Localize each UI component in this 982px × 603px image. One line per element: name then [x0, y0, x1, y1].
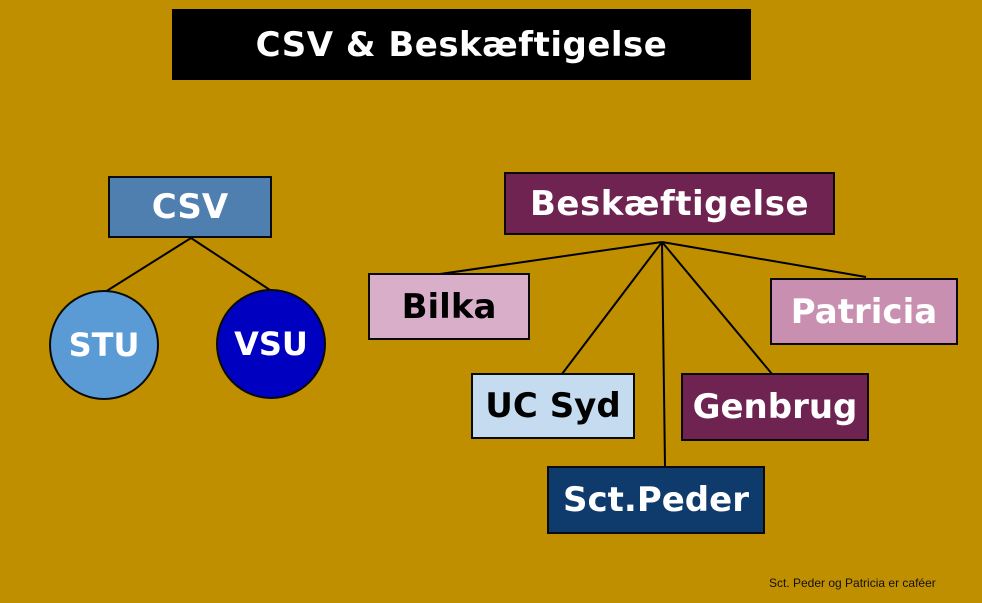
connector-besk-ucsyd	[561, 241, 663, 375]
uc-syd-node-label: UC Syd	[485, 386, 621, 426]
vsu-node-label: VSU	[234, 325, 308, 363]
genbrug-node-label: Genbrug	[692, 387, 858, 427]
bilka-node: Bilka	[368, 273, 530, 340]
csv-node: CSV	[108, 176, 272, 238]
page-title: CSV & Beskæftigelse	[172, 9, 751, 80]
stu-node-label: STU	[68, 326, 140, 364]
connector-csv-stu	[104, 237, 192, 293]
connector-besk-genbrug	[661, 241, 773, 375]
connector-besk-sctpeder	[661, 241, 666, 467]
footnote-text: Sct. Peder og Patricia er caféer	[769, 576, 936, 590]
stu-node: STU	[49, 290, 159, 400]
genbrug-node: Genbrug	[681, 373, 869, 441]
page-title-text: CSV & Beskæftigelse	[255, 24, 668, 65]
bilka-node-label: Bilka	[401, 286, 497, 327]
connector-besk-patricia	[661, 241, 867, 278]
sct-peder-node: Sct.Peder	[547, 466, 765, 534]
beskaeftigelse-node: Beskæftigelse	[504, 172, 835, 235]
sct-peder-node-label: Sct.Peder	[563, 480, 749, 520]
csv-node-label: CSV	[151, 187, 229, 227]
uc-syd-node: UC Syd	[471, 373, 635, 439]
patricia-node-label: Patricia	[790, 291, 938, 332]
patricia-node: Patricia	[770, 278, 958, 345]
connector-csv-vsu	[190, 237, 271, 291]
vsu-node: VSU	[216, 289, 326, 399]
beskaeftigelse-node-label: Beskæftigelse	[530, 183, 809, 224]
connector-besk-bilka	[439, 241, 663, 275]
